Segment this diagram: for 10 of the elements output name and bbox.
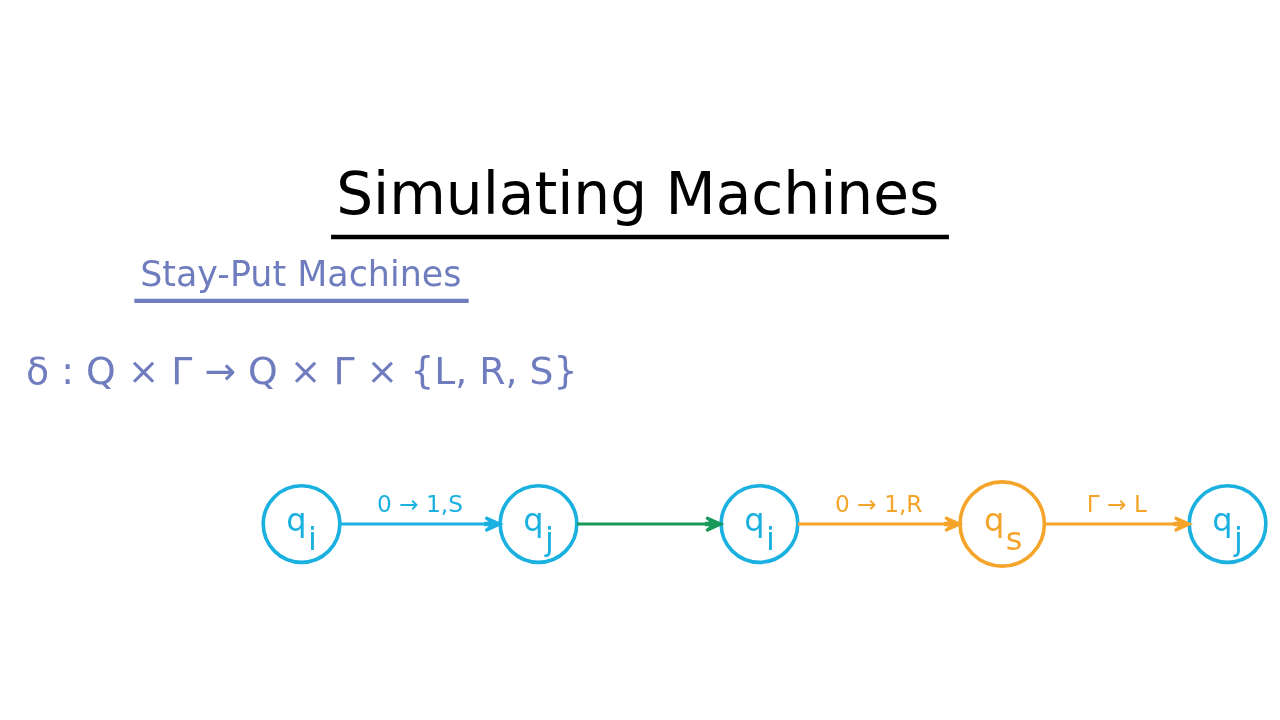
arrow	[1044, 515, 1191, 532]
edge-label: 0 → 1,R	[835, 489, 923, 517]
label: δ : Q × Γ → Q × Γ × {L, R, S}	[26, 348, 578, 393]
arrow	[797, 515, 962, 532]
arrow	[576, 515, 723, 532]
arrow	[339, 515, 502, 532]
edge-label: Γ → L	[1086, 489, 1148, 517]
label: Stay-Put Machines	[140, 253, 462, 294]
edge-label: 0 → 1,S	[377, 489, 464, 517]
diagram-title: Simulating Machines	[336, 159, 940, 228]
